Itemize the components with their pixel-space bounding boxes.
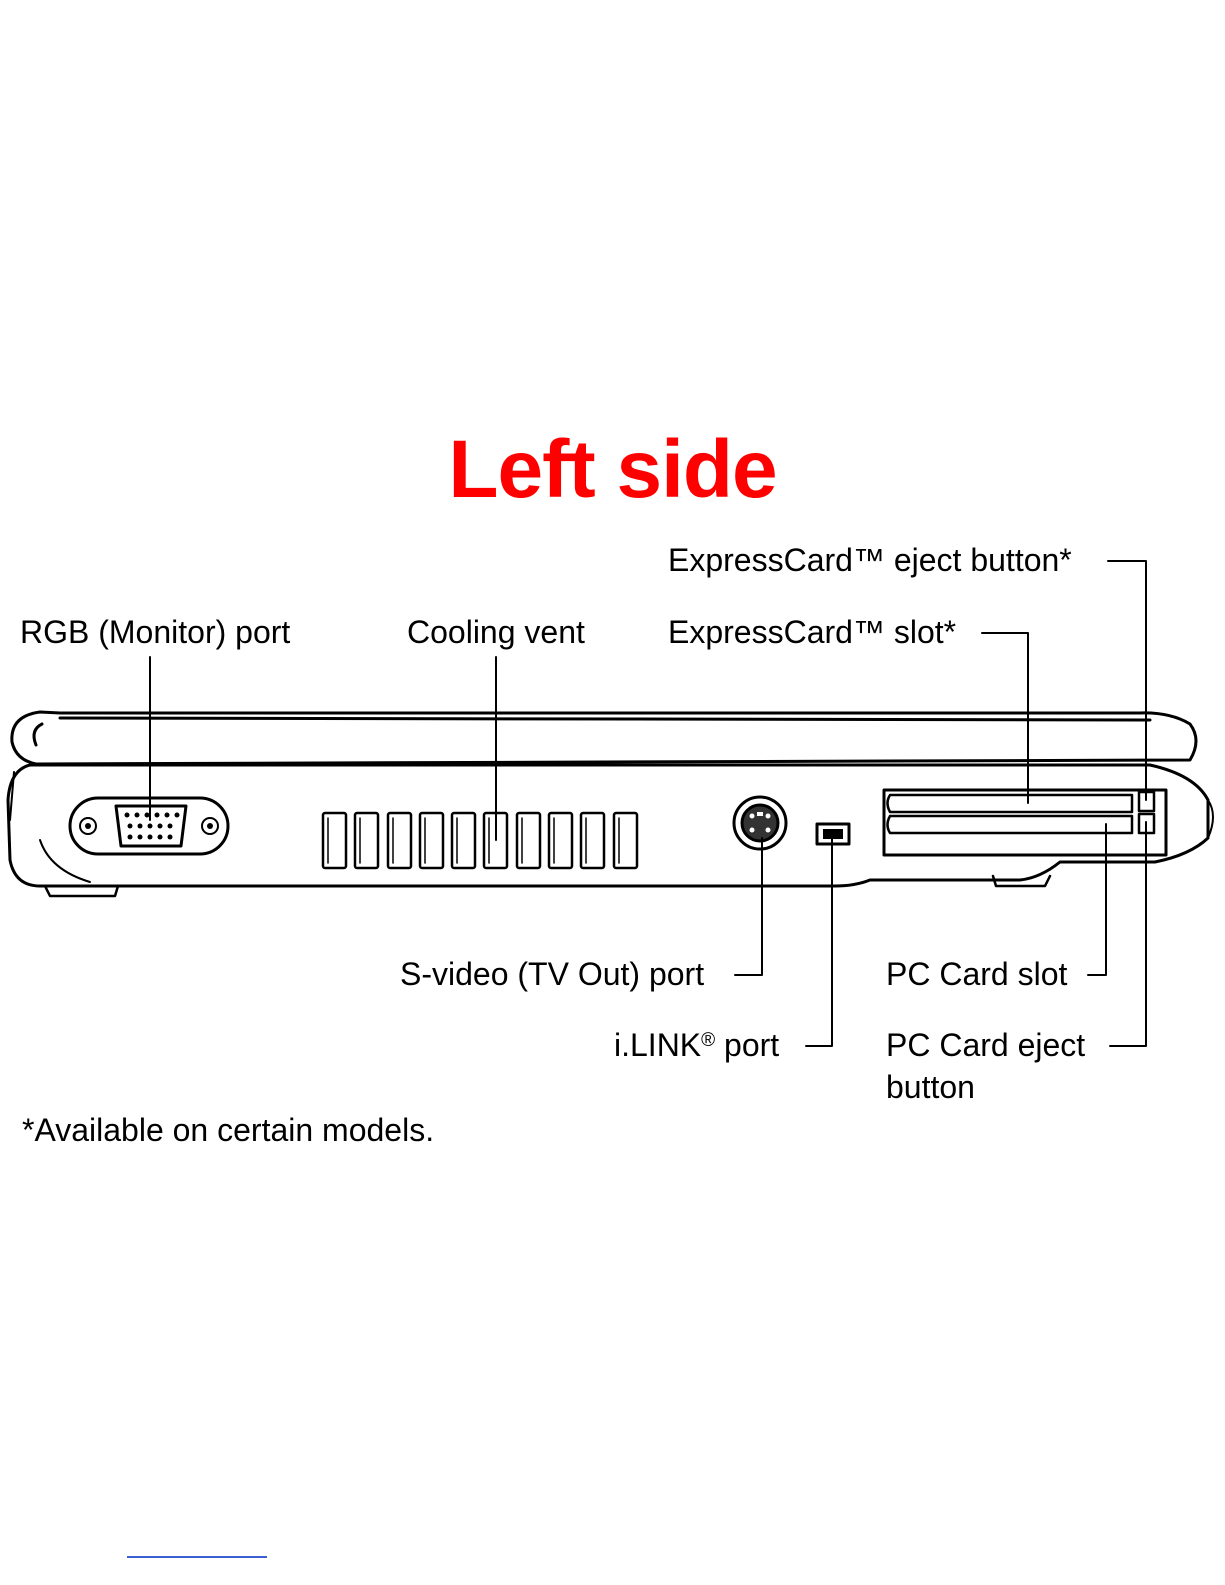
expresscard-slot-label: ExpressCard™ slot* xyxy=(668,612,956,652)
expresscard-eject-label: ExpressCard™ eject button* xyxy=(668,540,1072,580)
pccard-eject-label-line2: button xyxy=(886,1067,975,1107)
ilink-prefix: i.LINK xyxy=(614,1027,701,1063)
expresscard-slot-leader xyxy=(982,633,1028,803)
ilink-leader xyxy=(806,834,832,1046)
svideo-port xyxy=(734,797,786,849)
cooling-vent-label: Cooling vent xyxy=(407,612,585,652)
pccard-eject-label-line1: PC Card eject xyxy=(886,1025,1085,1065)
laptop-base xyxy=(8,765,1213,886)
ilink-suffix: port xyxy=(715,1027,779,1063)
ilink-port-label: i.LINK® port xyxy=(614,1025,779,1065)
card-slots xyxy=(884,790,1166,855)
footnote: *Available on certain models. xyxy=(22,1110,434,1150)
svideo-port-label: S-video (TV Out) port xyxy=(400,954,704,994)
laptop-lid xyxy=(12,712,1196,764)
pccard-slot-label: PC Card slot xyxy=(886,954,1067,994)
svideo-leader xyxy=(735,838,762,975)
pccard-slot-leader xyxy=(1088,824,1106,975)
bottom-link-underline[interactable] xyxy=(127,1556,267,1558)
ilink-registered-mark: ® xyxy=(701,1030,715,1051)
rgb-port-label: RGB (Monitor) port xyxy=(20,612,290,652)
cooling-vent xyxy=(323,813,637,868)
